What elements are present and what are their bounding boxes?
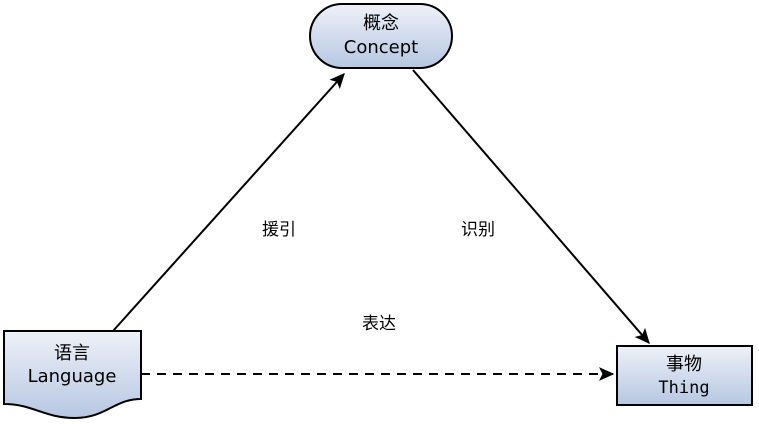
edge-line-concept-to-thing bbox=[412, 69, 650, 345]
node-thing-label-cjk: 事物 bbox=[666, 354, 702, 375]
node-language-shape bbox=[3, 330, 142, 420]
node-concept-label-cjk: 概念 bbox=[363, 12, 399, 34]
node-language-label-cjk: 语言 bbox=[54, 343, 90, 364]
edge-concept-to-thing[interactable]: 识别 bbox=[412, 69, 650, 345]
node-language-label-latin: Language bbox=[28, 366, 117, 387]
edge-language-to-thing[interactable]: 表达 bbox=[141, 314, 615, 381]
node-thing-shape bbox=[616, 345, 753, 406]
edge-label-identify: 识别 bbox=[461, 220, 495, 240]
edge-label-reference: 援引 bbox=[262, 220, 296, 240]
node-concept[interactable]: 概念 Concept bbox=[309, 3, 453, 69]
node-language[interactable]: 语言 Language bbox=[3, 330, 142, 420]
node-thing[interactable]: 事物 Thing bbox=[616, 345, 753, 406]
edge-line-language-to-concept bbox=[112, 73, 345, 332]
node-concept-label-latin: Concept bbox=[344, 37, 418, 58]
node-concept-shape bbox=[309, 3, 453, 69]
edge-language-to-concept[interactable]: 援引 bbox=[112, 73, 345, 332]
edge-label-express: 表达 bbox=[362, 314, 396, 334]
node-thing-label-latin: Thing bbox=[658, 378, 709, 398]
